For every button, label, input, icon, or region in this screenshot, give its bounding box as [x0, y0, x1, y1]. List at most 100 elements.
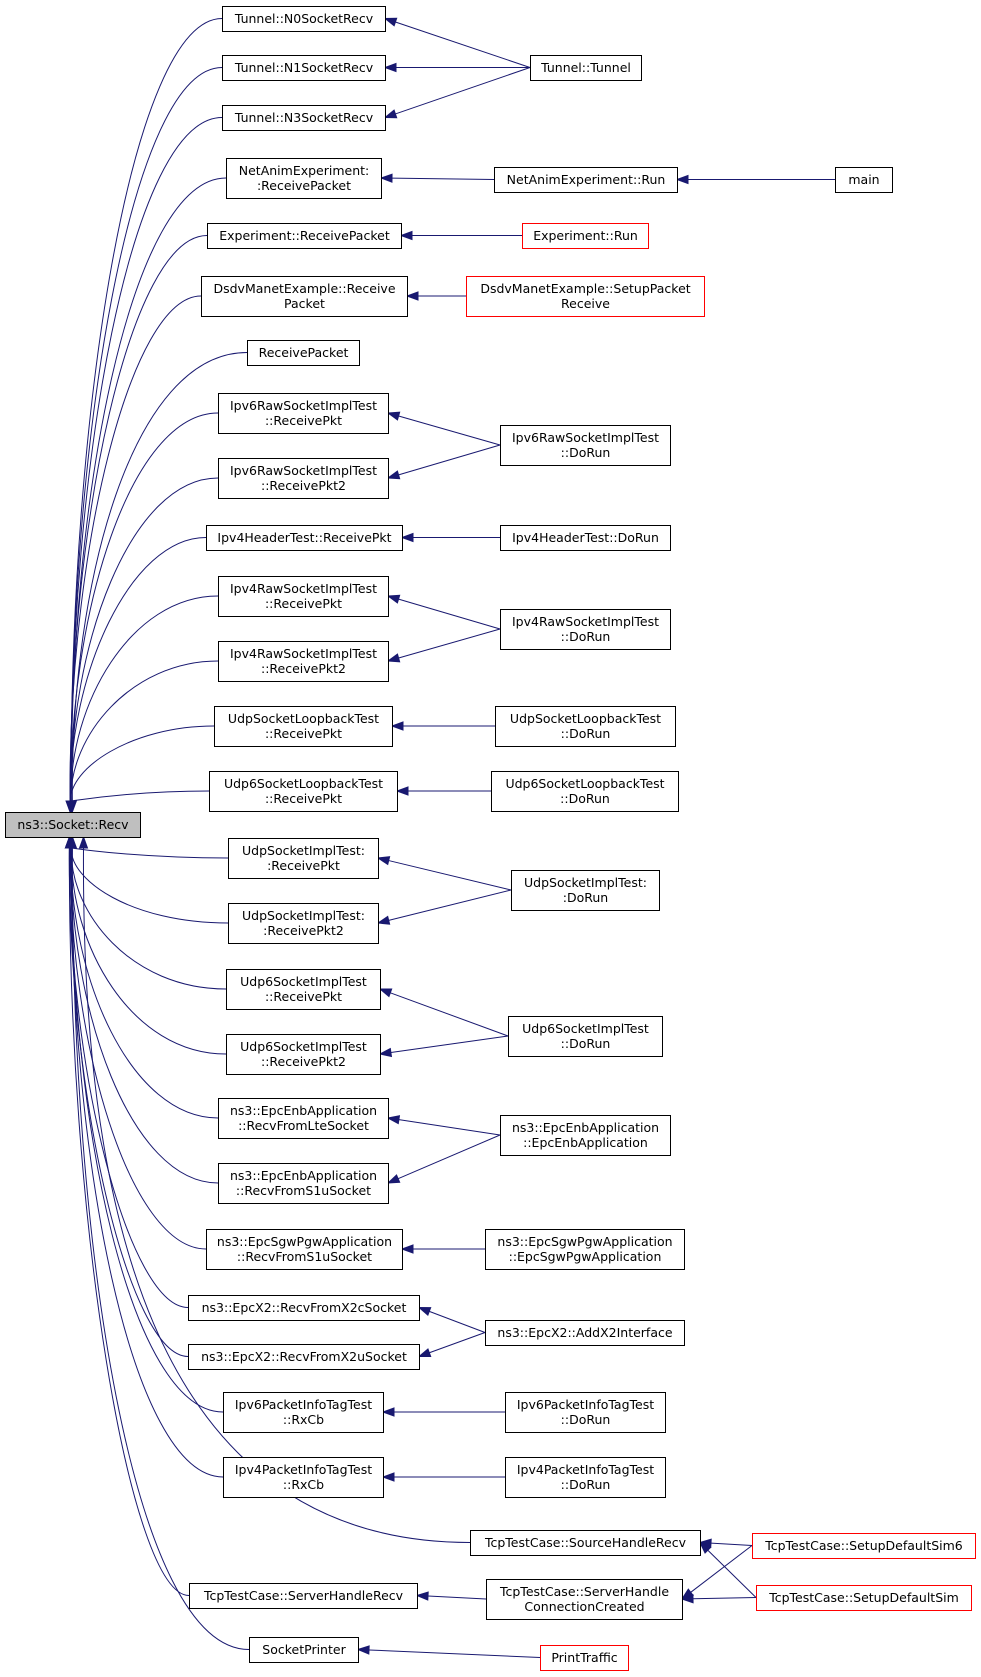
node-ipv6packetinfotagtest-dorun[interactable]: Ipv6PacketInfoTagTest::DoRun	[505, 1392, 666, 1433]
edge-arrowhead	[405, 291, 419, 301]
node-label: :ReceivePkt2	[263, 923, 344, 938]
node-ipv4rawsocketimpltest-receivepkt[interactable]: Ipv4RawSocketImplTest::ReceivePkt	[218, 576, 389, 617]
node-label: ::ReceivePkt	[265, 413, 342, 428]
node-receivepacket[interactable]: ReceivePacket	[247, 340, 360, 366]
node-box	[218, 576, 389, 617]
edge-arrowhead	[378, 1047, 393, 1058]
node-label: main	[848, 172, 879, 187]
edge-printTraffic-to-sockPrinter	[356, 1645, 541, 1658]
edge-i6rawPkt2-to-root	[66, 477, 219, 814]
node-ipv6packetinfotagtest-rxcb[interactable]: Ipv6PacketInfoTagTest::RxCb	[223, 1392, 384, 1433]
node-ipv4headertest-dorun[interactable]: Ipv4HeaderTest::DoRun	[500, 525, 671, 551]
edge-expRecv-to-root	[65, 235, 208, 814]
node-udpsocketimpltest-dorun[interactable]: UdpSocketImplTest::DoRun	[511, 870, 660, 911]
node-netanimexperiment-run[interactable]: NetAnimExperiment::Run	[494, 167, 678, 193]
node-label: ::DoRun	[561, 1477, 611, 1492]
edge-arrowhead	[383, 62, 397, 73]
edge-line	[70, 847, 227, 990]
node-box	[218, 458, 389, 499]
edge-line	[69, 537, 207, 802]
edge-arrowhead	[386, 1174, 401, 1184]
node-tcptestcase-serverhandlerecv[interactable]: TcpTestCase::ServerHandleRecv	[189, 1583, 418, 1609]
edge-arrowhead	[67, 835, 78, 849]
node-label: UdpSocketLoopbackTest	[510, 711, 661, 726]
node-tunnel-n3socketrecv[interactable]: Tunnel::N3SocketRecv	[222, 105, 386, 131]
node-box	[214, 706, 393, 747]
edge-arrowhead	[698, 1541, 712, 1554]
edge-n0-to-root	[66, 18, 223, 814]
edge-line	[70, 412, 219, 802]
edge-line	[70, 660, 219, 802]
node-udp6socketimpltest-receivepkt[interactable]: Udp6SocketImplTest::ReceivePkt	[226, 969, 381, 1010]
node-experiment-run[interactable]: Experiment::Run	[522, 223, 649, 249]
node-udpsocketloopbacktest-receivepkt[interactable]: UdpSocketLoopbackTest::ReceivePkt	[214, 706, 393, 747]
node-tunnel-n1socketrecv[interactable]: Tunnel::N1SocketRecv	[222, 55, 386, 81]
edge-tunnel-to-n1	[383, 62, 530, 73]
node-box	[222, 6, 386, 32]
node-label: ::ReceivePkt	[265, 596, 342, 611]
node-box	[491, 771, 679, 812]
edge-line	[427, 1595, 487, 1600]
node-tcptestcase-serverhandle-connectioncreated[interactable]: TcpTestCase::ServerHandleConnectionCreat…	[486, 1579, 683, 1620]
node-ipv4headertest-receivepkt[interactable]: Ipv4HeaderTest::ReceivePkt	[206, 525, 403, 551]
edge-line	[390, 1035, 509, 1053]
node-box	[188, 1344, 420, 1370]
node-box	[500, 525, 671, 551]
node-udp6socketloopbacktest-receivepkt[interactable]: Udp6SocketLoopbackTest::ReceivePkt	[209, 771, 398, 812]
node-ipv4packetinfotagtest-dorun[interactable]: Ipv4PacketInfoTagTest::DoRun	[505, 1457, 666, 1498]
node-udp6socketimpltest-receivepkt2[interactable]: Udp6SocketImplTest::ReceivePkt2	[226, 1034, 381, 1075]
node-box	[500, 1115, 671, 1156]
edge-arrowhead	[383, 109, 398, 119]
node-ns3-epcx2-recvfromx2usocket[interactable]: ns3::EpcX2::RecvFromX2uSocket	[188, 1344, 420, 1370]
node-label: Tunnel::N0SocketRecv	[234, 11, 374, 26]
node-dsdvmanetexample-receive-packet[interactable]: DsdvManetExample::ReceivePacket	[201, 276, 408, 317]
node-ns3-epcenbapplication-recvfroms1usocket[interactable]: ns3::EpcEnbApplication::RecvFromS1uSocke…	[218, 1163, 389, 1204]
node-tcptestcase-setupdefaultsim[interactable]: TcpTestCase::SetupDefaultSim	[756, 1585, 972, 1611]
edge-udp6ImplPkt2-to-root	[66, 835, 227, 1055]
node-ipv6rawsocketimpltest-receivepkt2[interactable]: Ipv6RawSocketImplTest::ReceivePkt2	[218, 458, 389, 499]
node-ns3-epcx2-recvfromx2csocket[interactable]: ns3::EpcX2::RecvFromX2cSocket	[188, 1295, 420, 1321]
node-ipv6rawsocketimpltest-dorun[interactable]: Ipv6RawSocketImplTest::DoRun	[500, 425, 671, 466]
node-ns3-epcx2-addx2interface[interactable]: ns3::EpcX2::AddX2Interface	[485, 1320, 685, 1346]
node-printtraffic[interactable]: PrintTraffic	[540, 1645, 629, 1671]
node-tcptestcase-setupdefaultsim6[interactable]: TcpTestCase::SetupDefaultSim6	[752, 1533, 976, 1559]
node-ns3-epcenbapplication-epcenbapplication[interactable]: ns3::EpcEnbApplication::EpcEnbApplicatio…	[500, 1115, 671, 1156]
node-label: ::ReceivePkt2	[261, 1054, 346, 1069]
node-ns3-epcsgwpgwapplication-recvfroms1usocket[interactable]: ns3::EpcSgwPgwApplication::RecvFromS1uSo…	[206, 1229, 403, 1270]
node-udp6socketimpltest-dorun[interactable]: Udp6SocketImplTest::DoRun	[508, 1016, 663, 1057]
node-tunnel-n0socketrecv[interactable]: Tunnel::N0SocketRecv	[222, 6, 386, 32]
node-box	[835, 167, 893, 193]
node-label: UdpSocketImplTest:	[242, 908, 365, 923]
node-ipv4packetinfotagtest-rxcb[interactable]: Ipv4PacketInfoTagTest::RxCb	[223, 1457, 384, 1498]
node-udpsocketimpltest-receivepkt[interactable]: UdpSocketImplTest::ReceivePkt	[228, 838, 379, 879]
node-ns3-epcenbapplication-recvfromltesocket[interactable]: ns3::EpcEnbApplication::RecvFromLteSocke…	[218, 1098, 389, 1139]
node-tunnel-tunnel[interactable]: Tunnel::Tunnel	[530, 55, 642, 81]
node-label: ::RecvFromS1uSocket	[237, 1249, 372, 1264]
node-ipv6rawsocketimpltest-receivepkt[interactable]: Ipv6RawSocketImplTest::ReceivePkt	[218, 393, 389, 434]
node-label: Udp6SocketLoopbackTest	[224, 776, 383, 791]
node-ipv4rawsocketimpltest-receivepkt2[interactable]: Ipv4RawSocketImplTest::ReceivePkt2	[218, 641, 389, 682]
node-ns3-socket-recv[interactable]: ns3::Socket::Recv	[5, 812, 141, 838]
node-box	[485, 1229, 685, 1270]
edge-arrowhead	[386, 411, 401, 421]
node-label: ::DoRun	[561, 726, 611, 741]
edge-udpLbPkt-to-root	[65, 725, 215, 814]
node-udpsocketimpltest-receivepkt2[interactable]: UdpSocketImplTest::ReceivePkt2	[228, 903, 379, 944]
edge-line	[397, 1134, 501, 1180]
node-experiment-receivepacket[interactable]: Experiment::ReceivePacket	[207, 223, 402, 249]
edge-line	[690, 1545, 753, 1593]
edge-line	[70, 847, 219, 1119]
node-udp6socketloopbacktest-dorun[interactable]: Udp6SocketLoopbackTest::DoRun	[491, 771, 679, 812]
node-box	[752, 1533, 976, 1559]
node-box	[206, 1229, 403, 1270]
node-tcptestcase-sourcehandlerecv[interactable]: TcpTestCase::SourceHandleRecv	[470, 1530, 701, 1556]
node-ns3-epcsgwpgwapplication-epcsgwpgwapplication[interactable]: ns3::EpcSgwPgwApplication::EpcSgwPgwAppl…	[485, 1229, 685, 1270]
node-main[interactable]: main	[835, 167, 893, 193]
node-udpsocketloopbacktest-dorun[interactable]: UdpSocketLoopbackTest::DoRun	[495, 706, 676, 747]
edge-udp6LbPkt-to-root	[65, 790, 210, 814]
node-netanimexperiment-receivepacket[interactable]: NetAnimExperiment::ReceivePacket	[226, 158, 382, 199]
node-ipv4rawsocketimpltest-dorun[interactable]: Ipv4RawSocketImplTest::DoRun	[500, 609, 671, 650]
node-socketprinter[interactable]: SocketPrinter	[249, 1637, 359, 1663]
